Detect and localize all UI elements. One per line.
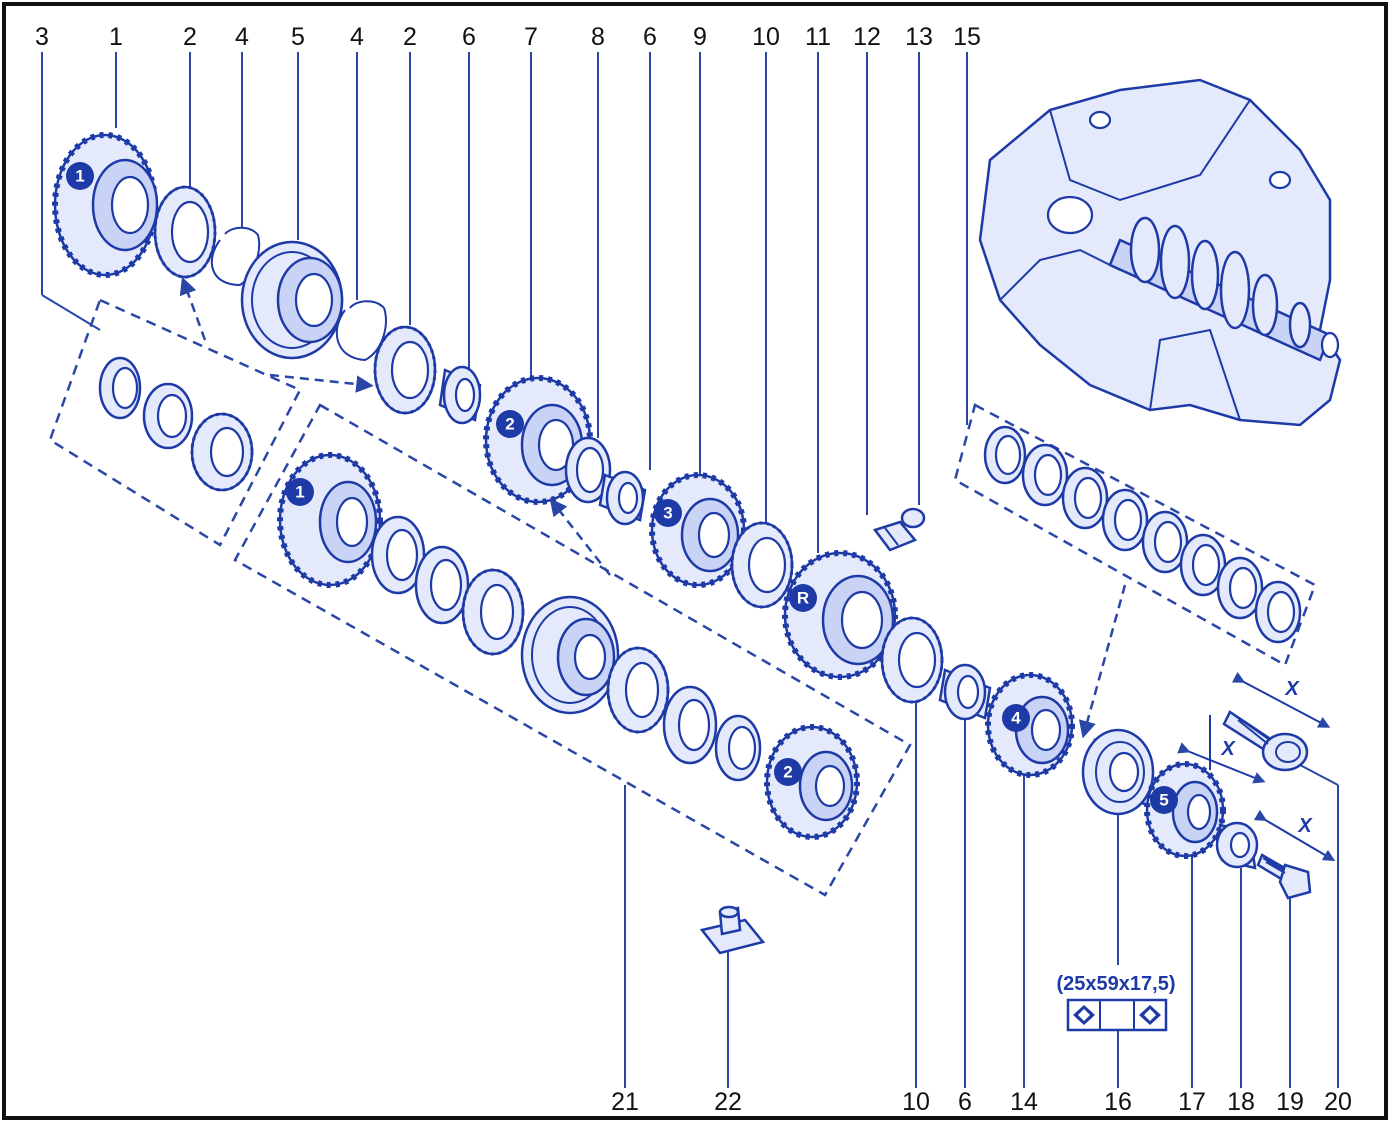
bearing-dimension-label: (25x59x17,5) — [1057, 973, 1176, 995]
part-13-detent-roller — [900, 507, 926, 529]
gearbox-housing — [978, 78, 1342, 427]
gear-badge-2b: 2 — [774, 758, 802, 786]
part-6-needle-bearing — [438, 365, 482, 425]
svg-text:1: 1 — [75, 167, 84, 186]
dimension-x-bolt-19: X — [1253, 809, 1336, 862]
callout-10: 10 — [752, 23, 780, 51]
callout-4b: 4 — [350, 23, 364, 51]
part-2b-synchro-ring — [373, 325, 437, 415]
callout-4: 4 — [235, 23, 249, 51]
callout-18: 18 — [1227, 1088, 1255, 1116]
svg-text:2: 2 — [505, 415, 514, 434]
gear-badge-4: 4 — [1002, 704, 1030, 732]
part-19-bolt — [1256, 853, 1312, 900]
callout-6c: 6 — [958, 1088, 972, 1116]
part-17-gear-fifth — [1144, 761, 1226, 859]
svg-text:3: 3 — [663, 504, 672, 523]
callout-15: 15 — [953, 23, 981, 51]
callout-2b: 2 — [403, 23, 417, 51]
svg-text:X: X — [1220, 738, 1236, 760]
callout-16: 16 — [1104, 1088, 1132, 1116]
part-6c-needle-bearing — [938, 663, 992, 721]
gear-badge-1: 1 — [66, 162, 94, 190]
part-8-thrust-washer — [564, 436, 612, 504]
callout-10b: 10 — [902, 1088, 930, 1116]
gear-badge-1b: 1 — [286, 478, 314, 506]
callout-7: 7 — [524, 23, 538, 51]
callout-9: 9 — [693, 23, 707, 51]
part-2-synchro-ring — [153, 185, 217, 279]
callout-8: 8 — [591, 23, 605, 51]
bearing-orientation-symbol — [1066, 998, 1168, 1032]
callouts-bottom: 21 22 10 6 14 16 17 18 19 20 — [611, 1088, 1352, 1116]
callout-19: 19 — [1276, 1088, 1304, 1116]
callout-22: 22 — [714, 1088, 742, 1116]
leader-lines — [41, 52, 1339, 1088]
part-9-gear-third — [649, 472, 747, 588]
gear-badge-5: 5 — [1150, 786, 1178, 814]
gear-badge-3: 3 — [654, 499, 682, 527]
callout-2: 2 — [183, 23, 197, 51]
callout-20: 20 — [1324, 1088, 1352, 1116]
dimension-x-gear-17: X — [1177, 738, 1266, 784]
callout-12: 12 — [853, 23, 881, 51]
part-10-synchro-ring — [730, 521, 794, 609]
callout-1: 1 — [109, 23, 123, 51]
callout-11: 11 — [805, 23, 831, 51]
svg-text:1: 1 — [295, 483, 304, 502]
callout-3: 3 — [35, 23, 49, 51]
part-6b-needle-bearing — [598, 470, 647, 526]
svg-text:X: X — [1284, 678, 1300, 700]
part-1-gear-first — [52, 132, 159, 278]
part-18-spacer — [1215, 821, 1259, 870]
callout-13: 13 — [905, 23, 933, 51]
part-5-synchro-hub — [240, 240, 344, 360]
part-14-gear-fourth — [985, 672, 1075, 778]
assembly-arrows — [179, 276, 1127, 739]
callout-14: 14 — [1010, 1088, 1038, 1116]
callouts-top: 3 1 2 4 5 4 2 6 7 8 6 9 10 11 12 13 15 — [35, 23, 981, 51]
group-3-synchro-ring-set — [48, 298, 302, 547]
part-11-reverse-gear — [782, 550, 898, 680]
svg-text:R: R — [797, 589, 809, 608]
svg-text:X: X — [1297, 815, 1313, 837]
callout-17: 17 — [1178, 1088, 1206, 1116]
svg-text:4: 4 — [1011, 709, 1021, 728]
callout-5: 5 — [291, 23, 305, 51]
callout-21: 21 — [611, 1088, 639, 1116]
group-21-alternative-assembly — [233, 403, 912, 897]
callout-6b: 6 — [643, 23, 657, 51]
svg-text:5: 5 — [1159, 791, 1168, 810]
gear-badge-2: 2 — [496, 410, 524, 438]
part-16-ball-bearing — [1081, 728, 1155, 816]
gear-badge-r: R — [789, 584, 817, 612]
part-10b-synchro-ring — [880, 616, 944, 704]
part-12-detent-key — [872, 520, 918, 552]
group-15-shim-set — [953, 403, 1317, 667]
svg-text:2: 2 — [783, 763, 792, 782]
callout-6: 6 — [462, 23, 476, 51]
part-22-selector-pad — [699, 905, 766, 955]
